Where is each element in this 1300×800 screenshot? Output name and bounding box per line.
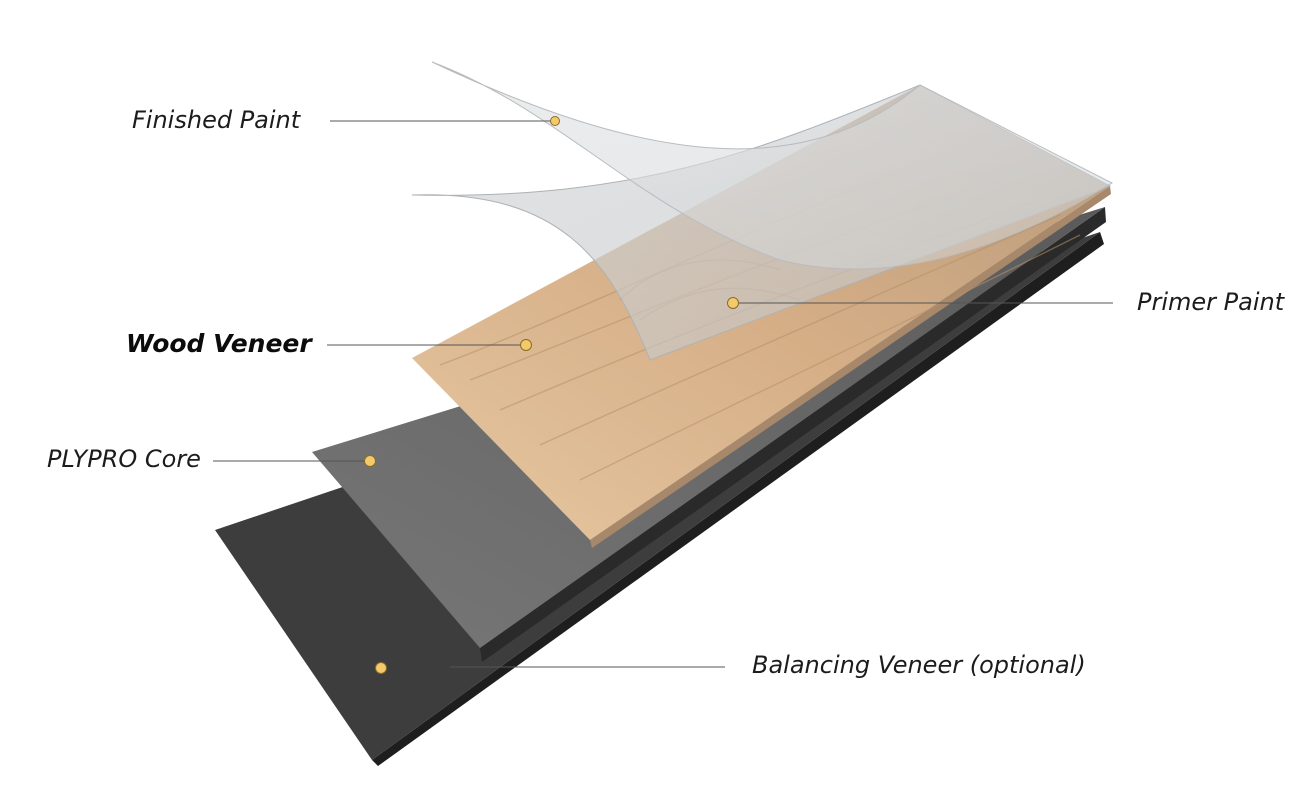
leader-lines: [213, 120, 1113, 668]
marker-primer-paint: [727, 297, 739, 309]
markers: [364, 116, 739, 674]
finished-paint-film: [431, 61, 1114, 270]
label-wood-veneer: Wood Veneer: [126, 329, 312, 358]
marker-balancing-veneer: [375, 662, 387, 674]
label-finished-paint: Finished Paint: [132, 106, 301, 134]
marker-wood-veneer: [520, 339, 532, 351]
label-plypro-core: PLYPRO Core: [47, 445, 201, 473]
marker-plypro-core: [364, 455, 376, 467]
marker-finished-paint: [550, 116, 560, 126]
label-balancing-veneer: Balancing Veneer (optional): [752, 651, 1086, 679]
label-primer-paint: Primer Paint: [1137, 288, 1285, 316]
